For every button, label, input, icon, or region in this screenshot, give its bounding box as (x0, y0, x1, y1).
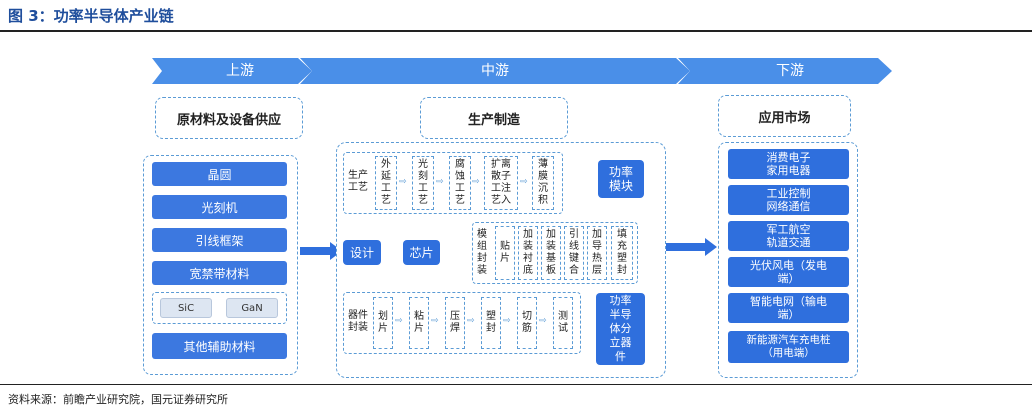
device-step: 压 焊 (445, 297, 465, 349)
step-arrow-icon: ⇨ (436, 177, 444, 187)
process-step: 光 刻 工 艺 (412, 156, 434, 210)
module-step: 加 导 热 层 (587, 226, 607, 280)
step-arrow-icon: ⇨ (539, 316, 547, 326)
application-item: 军工航空 轨道交通 (728, 221, 849, 251)
step-arrow-icon: ⇨ (399, 177, 407, 187)
stage-upstream: 上游 (226, 63, 254, 79)
device-step: 粘 片 (409, 297, 429, 349)
midstream-chevron (300, 58, 690, 84)
flow-arrow-up-to-mid (300, 242, 342, 260)
title-divider (0, 30, 1032, 32)
device-step: 测 试 (553, 297, 573, 349)
process-step: 薄 膜 沉 积 (532, 156, 554, 210)
stage-midstream: 中游 (481, 63, 509, 79)
chip-box: 芯片 (403, 240, 440, 265)
module-label: 模 组 封 装 (477, 229, 487, 276)
chip-gan: GaN (226, 298, 278, 318)
device-step: 切 筋 (517, 297, 537, 349)
step-arrow-icon: ⇨ (467, 316, 475, 326)
application-item: 工业控制 网络通信 (728, 185, 849, 215)
device-label: 器件 封装 (348, 310, 368, 333)
material-item: 晶圆 (152, 162, 287, 186)
application-item: 智能电网（输电 端） (728, 293, 849, 323)
flow-arrow-mid-to-down (660, 238, 717, 256)
module-step: 贴 片 (495, 226, 515, 280)
upstream-chevron (152, 58, 312, 84)
module-step: 加 装 基 板 (541, 226, 561, 280)
power-module: 功率 模块 (598, 160, 644, 198)
module-step: 引 线 键 合 (564, 226, 584, 280)
bottom-divider (0, 384, 1032, 385)
material-item: 其他辅助材料 (152, 333, 287, 359)
process-step: 外 延 工 艺 (375, 156, 397, 210)
source-note: 资料来源：前瞻产业研究院，国元证券研究所 (8, 393, 228, 406)
step-arrow-icon: ⇨ (472, 177, 480, 187)
step-arrow-icon: ⇨ (520, 177, 528, 187)
downstream-header: 应用市场 (718, 95, 851, 137)
discrete-device: 功率 半导 体分 立器 件 (596, 293, 645, 365)
material-item: 引线框架 (152, 228, 287, 252)
midstream-header: 生产制造 (420, 97, 568, 139)
module-step: 加 装 衬 底 (518, 226, 538, 280)
downstream-chevron (678, 58, 892, 84)
upstream-header: 原材料及设备供应 (155, 97, 303, 139)
application-item: 光伏风电（发电 端） (728, 257, 849, 287)
figure-title: 图 3：功率半导体产业链 (8, 7, 174, 25)
step-arrow-icon: ⇨ (503, 316, 511, 326)
material-item: 光刻机 (152, 195, 287, 219)
process-step: 扩离 散子 工注 艺入 (484, 156, 518, 210)
application-item: 消费电子 家用电器 (728, 149, 849, 179)
stage-downstream: 下游 (776, 63, 804, 79)
chip-sic: SiC (160, 298, 212, 318)
device-step: 划 片 (373, 297, 393, 349)
device-step: 塑 封 (481, 297, 501, 349)
application-item: 新能源汽车充电桩 （用电端） (728, 331, 849, 363)
material-item: 宽禁带材料 (152, 261, 287, 285)
process-step: 腐 蚀 工 艺 (449, 156, 471, 210)
design-box: 设计 (343, 240, 381, 265)
process-label: 生产 工艺 (348, 170, 368, 193)
module-step: 填 充 塑 封 (611, 226, 633, 280)
step-arrow-icon: ⇨ (395, 316, 403, 326)
step-arrow-icon: ⇨ (431, 316, 439, 326)
